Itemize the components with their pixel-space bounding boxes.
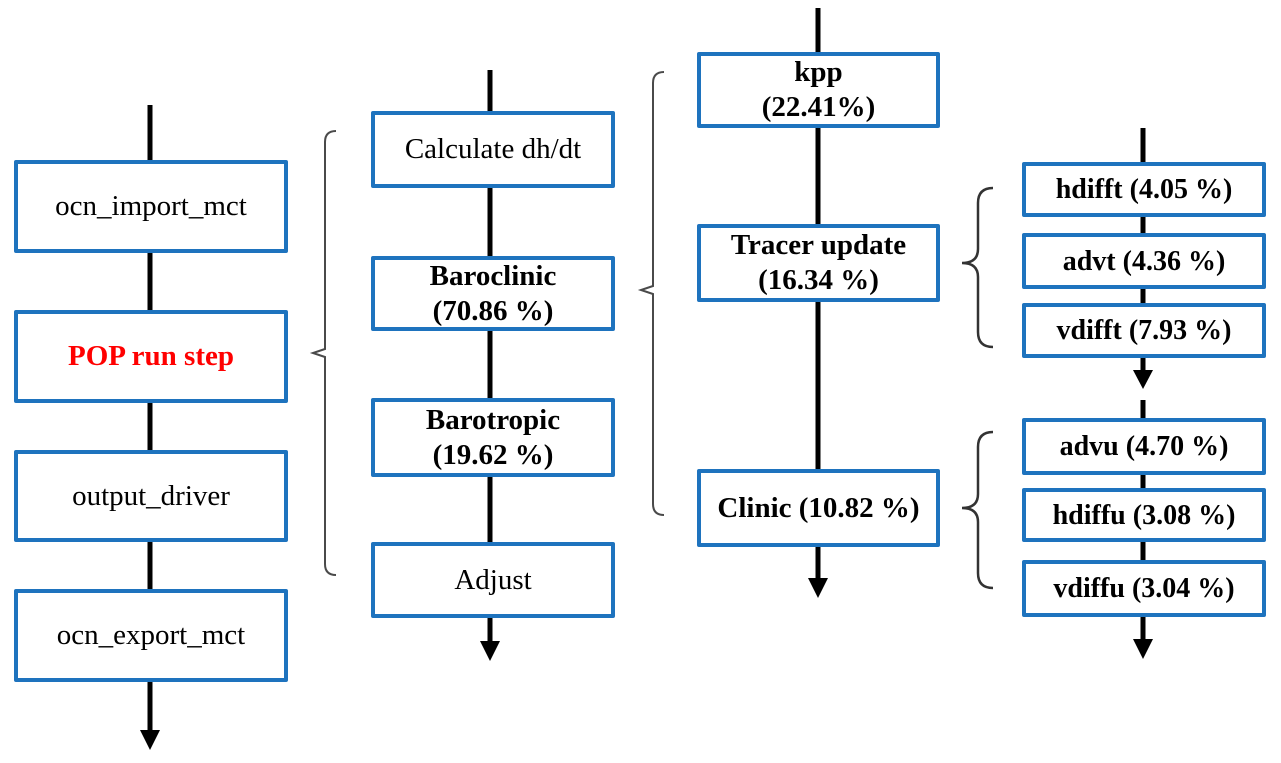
flow-box-ocn-import-mct: ocn_import_mct — [14, 160, 288, 253]
flow-box-tracer-update: Tracer update (16.34 %) — [697, 224, 940, 302]
flow-box-pop-run-step: POP run step — [14, 310, 288, 403]
flow-box-ocn-export-mct: ocn_export_mct — [14, 589, 288, 682]
box-percentage: (70.86 %) — [432, 294, 554, 327]
box-label: Barotropic — [425, 403, 561, 436]
box-label: vdifft (7.93 %) — [1056, 315, 1232, 346]
flow-box-adjust: Adjust — [371, 542, 615, 618]
flow-box-barotropic: Barotropic (19.62 %) — [371, 398, 615, 477]
box-label: hdiffu (3.08 %) — [1052, 499, 1236, 531]
arrowhead-icon — [808, 578, 828, 598]
box-percentage: (19.62 %) — [432, 438, 554, 471]
arrowhead-icon — [1133, 370, 1153, 389]
box-label: ocn_export_mct — [56, 619, 246, 651]
brace-pop-run-step-group — [309, 130, 337, 576]
box-label: ocn_import_mct — [55, 190, 247, 222]
box-label: hdifft (4.05 %) — [1055, 174, 1233, 205]
flow-box-output-driver: output_driver — [14, 450, 288, 542]
flow-box-clinic: Clinic (10.82 %) — [697, 469, 940, 547]
box-label: Adjust — [454, 563, 532, 596]
box-percentage: (16.34 %) — [758, 264, 879, 296]
brace-clinic-group — [961, 430, 994, 590]
flow-box-hdiffu: hdiffu (3.08 %) — [1022, 488, 1266, 542]
flow-box-calculate-dhdt: Calculate dh/dt — [371, 111, 615, 188]
flow-box-baroclinic: Baroclinic (70.86 %) — [371, 256, 615, 331]
brace-tracer-update-group — [961, 186, 994, 349]
box-percentage: (22.41%) — [761, 91, 876, 123]
arrowhead-icon — [140, 730, 160, 750]
box-label: Tracer update — [730, 229, 907, 261]
box-label: Calculate dh/dt — [404, 133, 582, 165]
brace-baroclinic-group — [637, 71, 665, 516]
box-label: advu (4.70 %) — [1059, 431, 1229, 462]
box-label: output_driver — [72, 479, 230, 512]
flow-box-vdiffu: vdiffu (3.04 %) — [1022, 560, 1266, 617]
box-label-highlighted: POP run step — [68, 340, 234, 372]
box-label: advt (4.36 %) — [1062, 245, 1226, 277]
box-label: kpp — [794, 56, 843, 88]
flow-box-advu: advu (4.70 %) — [1022, 418, 1266, 475]
flow-box-vdifft: vdifft (7.93 %) — [1022, 303, 1266, 358]
flow-box-kpp: kpp (22.41%) — [697, 52, 940, 128]
arrowhead-icon — [1133, 639, 1153, 659]
flow-box-advt: advt (4.36 %) — [1022, 233, 1266, 289]
box-label: vdiffu (3.04 %) — [1053, 573, 1235, 604]
arrowhead-icon — [480, 641, 500, 661]
flow-box-hdifft: hdifft (4.05 %) — [1022, 162, 1266, 217]
box-label: Clinic (10.82 %) — [717, 491, 920, 524]
box-label: Baroclinic — [429, 259, 557, 292]
